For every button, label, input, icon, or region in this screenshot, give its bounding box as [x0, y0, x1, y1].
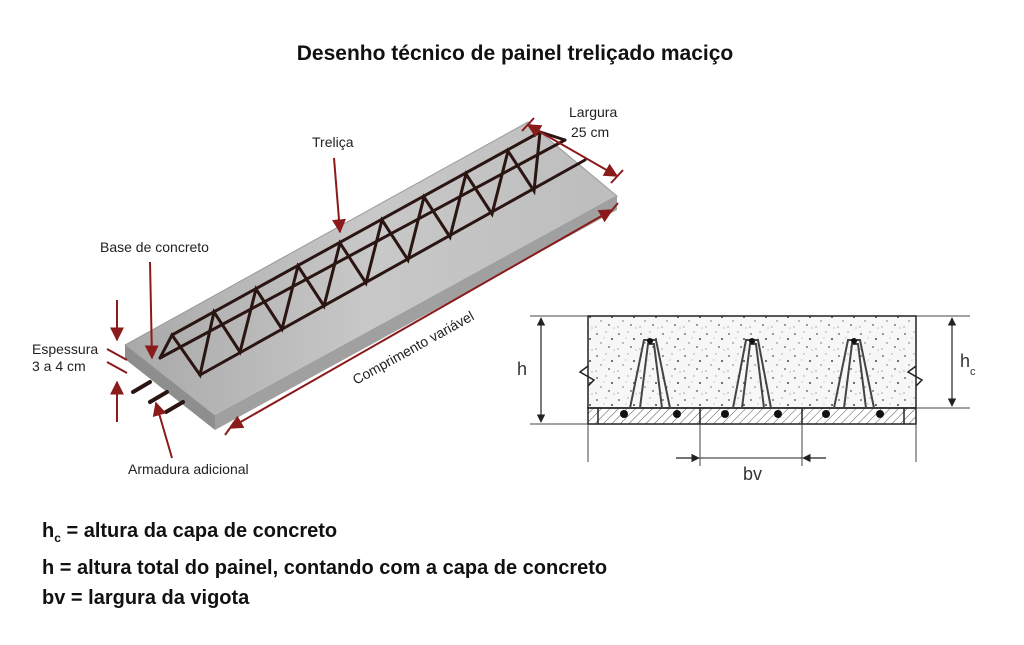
- legend-hc: hc = altura da capa de concreto: [42, 516, 607, 553]
- label-hc-sub: c: [970, 366, 976, 378]
- label-armadura: Armadura adicional: [128, 461, 249, 477]
- isometric-slab: [124, 121, 618, 430]
- label-trelica: Treliça: [312, 134, 354, 150]
- label-h: h: [517, 359, 527, 379]
- label-largura-value: 25 cm: [571, 124, 609, 140]
- label-hc: hc: [960, 351, 976, 378]
- label-hc-main: h: [960, 351, 970, 371]
- isometric-dimensions: [106, 117, 624, 459]
- label-largura: Largura: [569, 104, 617, 120]
- legend-h: h = altura total do painel, contando com…: [42, 557, 608, 579]
- label-base-concreto: Base de concreto: [100, 239, 209, 255]
- comprimento-arrow: [228, 209, 614, 429]
- legend-bv: bv = largura da vigota: [42, 587, 250, 609]
- cross-section: [530, 315, 970, 466]
- additional-rebar: [131, 380, 185, 414]
- section-base-hatched: [587, 407, 917, 425]
- label-bv: bv: [743, 464, 762, 484]
- base-arrow: [144, 261, 159, 360]
- slab-front-face: [125, 345, 215, 430]
- legend-hc-var: h: [42, 520, 55, 542]
- legend-hc-sub: c: [54, 531, 61, 545]
- section-rebar-dots: [620, 338, 884, 418]
- legend-hc-text: = altura da capa de concreto: [60, 520, 338, 542]
- section-extension-lines: [530, 315, 970, 466]
- label-espessura-value: 3 a 4 cm: [32, 358, 86, 374]
- label-espessura: Espessura: [32, 341, 98, 357]
- largura-arrow: [526, 124, 619, 177]
- diagram-title: Desenho técnico de painel treliçado maci…: [296, 42, 734, 65]
- legend: hc = altura da capa de concreto h = altu…: [42, 516, 607, 613]
- break-lines: [578, 365, 924, 387]
- trelica-arrow: [332, 157, 346, 234]
- truss-bottom-chord-2: [198, 158, 587, 377]
- section-cap: [587, 315, 917, 409]
- armadura-arrow: [152, 401, 173, 459]
